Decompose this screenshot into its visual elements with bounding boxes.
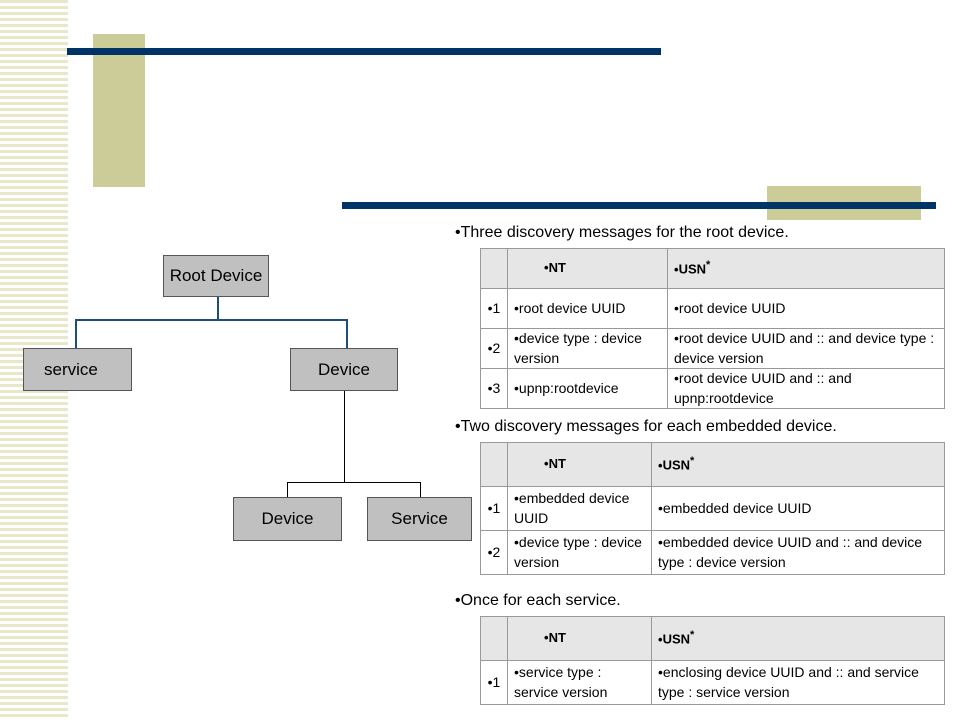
row-num: 3 (480, 368, 508, 410)
section-heading-root: Three discovery messages for the root de… (455, 224, 789, 242)
table-row: 1 embedded device UUID embedded device U… (480, 486, 945, 531)
service-node: service (23, 348, 132, 391)
row-usn: enclosing device UUID and :: and service… (651, 660, 945, 705)
header-usn: USN* (651, 616, 945, 661)
header-nt: NT (507, 616, 652, 661)
service-label: service (44, 359, 98, 379)
row-usn: embedded device UUID and :: and device t… (651, 530, 945, 575)
table-header-row: NT USN* (480, 442, 945, 487)
header-usn: USN* (651, 442, 945, 487)
table-header-row: NT USN* (480, 616, 945, 661)
row-num: 2 (480, 327, 508, 370)
row-nt: device type : device version (507, 530, 652, 575)
embedded-device-table: NT USN* 1 embedded device UUID embedded … (480, 442, 945, 575)
root-device-table: NT USN* 1 root device UUID root device U… (480, 248, 945, 410)
row-nt: service type : service version (507, 660, 652, 705)
connector-horizontal (75, 319, 348, 321)
row-nt: embedded device UUID (507, 486, 652, 531)
connector-right-down (346, 319, 348, 349)
row-num: 1 (480, 486, 508, 531)
table-row: 2 device type : device version embedded … (480, 530, 945, 575)
device-node: Device (290, 348, 398, 391)
decorative-block-top (93, 34, 145, 187)
embedded-service-label: Service (391, 509, 448, 528)
row-usn: root device UUID and :: and device type … (667, 327, 945, 370)
header-usn: USN* (667, 248, 945, 289)
connector-sub-horizontal (287, 482, 421, 483)
header-num (480, 616, 508, 661)
decorative-bar-middle (342, 202, 936, 209)
root-device-label: Root Device (169, 266, 263, 285)
row-num: 1 (480, 288, 508, 329)
row-nt: root device UUID (507, 288, 668, 329)
header-nt: NT (507, 442, 652, 487)
embedded-device-label: Device (261, 509, 314, 528)
row-num: 2 (480, 530, 508, 575)
row-nt: device type : device version (507, 327, 668, 370)
connector-device-down (344, 391, 345, 482)
embedded-service-node: Service (367, 497, 472, 541)
connector-sub-right (420, 482, 421, 498)
section-heading-service: Once for each service. (455, 592, 621, 610)
table-row: 2 device type : device version root devi… (480, 327, 945, 370)
table-row: 1 service type : service version enclosi… (480, 660, 945, 705)
decorative-bar-top (67, 48, 661, 55)
row-usn: root device UUID and :: and upnp:rootdev… (667, 368, 945, 410)
table-row: 1 root device UUID root device UUID (480, 288, 945, 329)
connector-sub-left (287, 482, 288, 498)
header-nt: NT (507, 248, 668, 289)
device-label: Device (318, 359, 370, 379)
table-row: 3 upnp:rootdevice root device UUID and :… (480, 368, 945, 410)
header-num (480, 442, 508, 487)
header-num (480, 248, 508, 289)
row-usn: embedded device UUID (651, 486, 945, 531)
root-device-node: Root Device (163, 255, 269, 297)
row-num: 1 (480, 660, 508, 705)
row-nt: upnp:rootdevice (507, 368, 668, 410)
service-table: NT USN* 1 service type : service version… (480, 616, 945, 705)
section-heading-embedded: Two discovery messages for each embedded… (455, 418, 837, 436)
table-header-row: NT USN* (480, 248, 945, 289)
connector-left-down (75, 319, 77, 349)
connector-root-down (217, 297, 219, 320)
embedded-device-node: Device (233, 497, 342, 541)
row-usn: root device UUID (667, 288, 945, 329)
